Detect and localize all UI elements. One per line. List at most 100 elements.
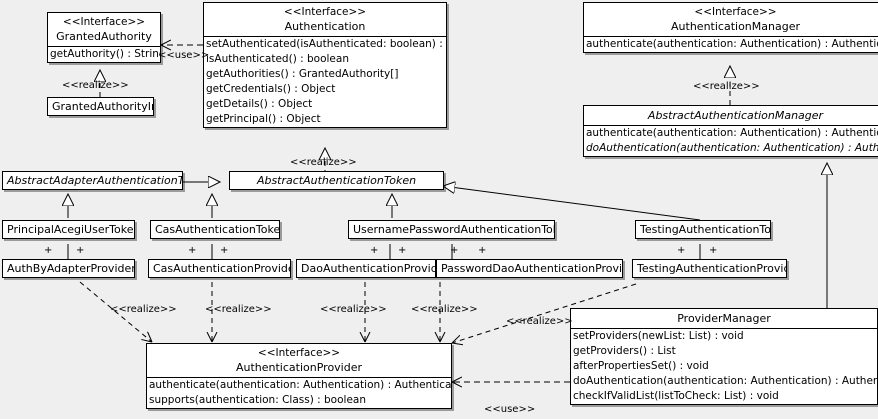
multiplicity-cas-token-left: + (188, 245, 197, 256)
compartment-divider (571, 328, 877, 329)
edge-label-realize-dao-provider: <<realize>> (320, 304, 387, 315)
class-header: CasAuthenticationToken (151, 221, 279, 238)
edge-label-realize-abstract-auth-manager: <<realize>> (693, 81, 760, 92)
class-header: <<Interface>> AuthenticationProvider (147, 344, 451, 377)
class-name: DaoAuthenticationProvider (301, 262, 436, 275)
multiplicity-cas-token-right: + (220, 245, 229, 256)
class-name: UsernamePasswordAuthenticationToken (353, 223, 555, 236)
multiplicity-upat-3: + (450, 245, 459, 256)
method-authenticate: authenticate(authentication: Authenticat… (586, 127, 878, 139)
class-cas-authentication-provider[interactable]: CasAuthenticationProvider (148, 259, 291, 278)
class-authentication[interactable]: <<Interface>> Authentication setAuthenti… (203, 2, 447, 128)
class-name: CasAuthenticationToken (155, 223, 280, 236)
class-name: AbstractAuthenticationToken (256, 174, 417, 187)
edge-label-realize-auth-by-adapter: <<realize>> (110, 304, 177, 315)
edge-label-realize-password-dao-provider: <<realize>> (411, 304, 478, 315)
stereotype-label: <<Interface>> (694, 6, 777, 18)
class-dao-authentication-provider[interactable]: DaoAuthenticationProvider (296, 259, 436, 278)
class-abstract-authentication-token[interactable]: AbstractAuthenticationToken (229, 171, 444, 190)
class-name: AuthByAdapterProvider (7, 262, 135, 275)
class-abstract-adapter-authentication-token[interactable]: AbstractAdapterAuthenticationToken (2, 171, 183, 190)
class-header: TestingAuthenticationProvider (633, 260, 786, 277)
method-getDetails: getDetails() : Object (206, 98, 313, 110)
method-getAuthority: getAuthority() : String (50, 48, 161, 60)
class-auth-by-adapter-provider[interactable]: AuthByAdapterProvider (2, 259, 135, 278)
method-setProviders: setProviders(newList: List) : void (573, 330, 744, 342)
methods-compartment: authenticate(authentication: Authenticat… (584, 126, 878, 156)
class-name: Authentication (284, 20, 366, 33)
edge-label-realize-abstract-auth-token: <<realize>> (290, 157, 357, 168)
class-username-password-authentication-token[interactable]: UsernamePasswordAuthenticationToken (348, 220, 555, 239)
compartment-divider (584, 125, 878, 126)
class-header: CasAuthenticationProvider (149, 260, 290, 277)
class-header: PrincipalAcegiUserToken (3, 221, 134, 238)
stereotype-label: <<Interface>> (283, 6, 367, 18)
class-header: UsernamePasswordAuthenticationToken (349, 221, 554, 238)
class-header: AbstractAuthenticationToken (230, 172, 443, 189)
multiplicity-principal-acegi-left: + (44, 245, 53, 256)
method-checkIfValidList: checkIfValidList(listToCheck: List) : vo… (573, 390, 779, 402)
class-granted-authority-impl[interactable]: GrantedAuthorityImpl (47, 97, 154, 116)
method-doAuthentication: doAuthentication(authentication: Authent… (573, 375, 877, 387)
edge-label-realize-cas-provider: <<realize>> (205, 304, 272, 315)
multiplicity-testing-token-left: + (677, 245, 686, 256)
edge-label-use-granted-authority: <<use>> (158, 50, 210, 61)
class-testing-authentication-token[interactable]: TestingAuthenticationToken (635, 220, 771, 239)
class-provider-manager[interactable]: ProviderManager setProviders(newList: Li… (570, 308, 878, 405)
methods-compartment: authenticate(authentication: Authenticat… (584, 37, 878, 52)
class-name: ProviderManager (677, 312, 771, 325)
class-name: PasswordDaoAuthenticationProvider (441, 262, 623, 275)
edge-label-use-provider-manager: <<use>> (484, 404, 536, 415)
multiplicity-upat-1: + (370, 245, 379, 256)
class-principal-acegi-user-token[interactable]: PrincipalAcegiUserToken (2, 220, 135, 239)
class-name: TestingAuthenticationProvider (637, 262, 787, 275)
class-granted-authority[interactable]: <<Interface>> GrantedAuthority getAuthor… (47, 12, 161, 63)
class-name: TestingAuthenticationToken (640, 223, 771, 236)
multiplicity-principal-acegi-right: + (76, 245, 85, 256)
class-name: GrantedAuthorityImpl (52, 100, 153, 113)
class-name: AuthenticationManager (671, 20, 800, 33)
stereotype-label: <<Interface>> (257, 347, 341, 359)
compartment-divider (584, 36, 878, 37)
class-password-dao-authentication-provider[interactable]: PasswordDaoAuthenticationProvider (436, 259, 623, 278)
class-authentication-manager[interactable]: <<Interface>> AuthenticationManager auth… (583, 2, 878, 53)
class-authentication-provider[interactable]: <<Interface>> AuthenticationProvider aut… (146, 343, 452, 409)
multiplicity-upat-4: + (478, 245, 487, 256)
class-name: AuthenticationProvider (235, 361, 363, 374)
method-supports: supports(authentication: Class) : boolea… (149, 394, 366, 406)
method-doAuthentication: doAuthentication(authentication: Authent… (586, 142, 878, 154)
method-authenticate: authenticate(authentication: Authenticat… (586, 38, 878, 50)
multiplicity-testing-token-right: + (709, 245, 718, 256)
methods-compartment: authenticate(authentication: Authenticat… (147, 378, 451, 408)
class-cas-authentication-token[interactable]: CasAuthenticationToken (150, 220, 280, 239)
class-abstract-authentication-manager[interactable]: AbstractAuthenticationManager authentica… (583, 105, 878, 157)
class-header: <<Interface>> AuthenticationManager (584, 3, 878, 36)
method-getPrincipal: getPrincipal() : Object (206, 113, 321, 125)
class-header: DaoAuthenticationProvider (297, 260, 435, 277)
class-header: GrantedAuthorityImpl (48, 98, 153, 115)
method-getProviders: getProviders() : List (573, 345, 676, 357)
class-testing-authentication-provider[interactable]: TestingAuthenticationProvider (632, 259, 787, 278)
method-authenticate: authenticate(authentication: Authenticat… (149, 379, 452, 391)
class-header: PasswordDaoAuthenticationProvider (437, 260, 622, 277)
edge-label-realize-granted-authority-impl: <<realize>> (62, 80, 129, 91)
class-header: AuthByAdapterProvider (3, 260, 134, 277)
compartment-divider (147, 377, 451, 378)
method-isAuthenticated: isAuthenticated() : boolean (206, 53, 349, 65)
edge-label-realize-testing-provider: <<realize>> (506, 316, 573, 327)
class-header: AbstractAuthenticationManager (584, 106, 878, 125)
class-name: PrincipalAcegiUserToken (7, 223, 135, 236)
class-header: TestingAuthenticationToken (636, 221, 770, 238)
class-name: GrantedAuthority (56, 30, 152, 43)
class-header: <<Interface>> Authentication (204, 3, 446, 36)
method-getAuthorities: getAuthorities() : GrantedAuthority[] (206, 68, 399, 80)
methods-compartment: setProviders(newList: List) : void getPr… (571, 329, 877, 404)
class-header: ProviderManager (571, 309, 877, 328)
method-afterPropertiesSet: afterPropertiesSet() : void (573, 360, 709, 372)
multiplicity-upat-2: + (398, 245, 407, 256)
methods-compartment: setAuthenticated(isAuthenticated: boolea… (204, 37, 446, 127)
class-header: <<Interface>> GrantedAuthority (48, 13, 160, 46)
compartment-divider (204, 36, 446, 37)
methods-compartment: getAuthority() : String (48, 47, 160, 62)
